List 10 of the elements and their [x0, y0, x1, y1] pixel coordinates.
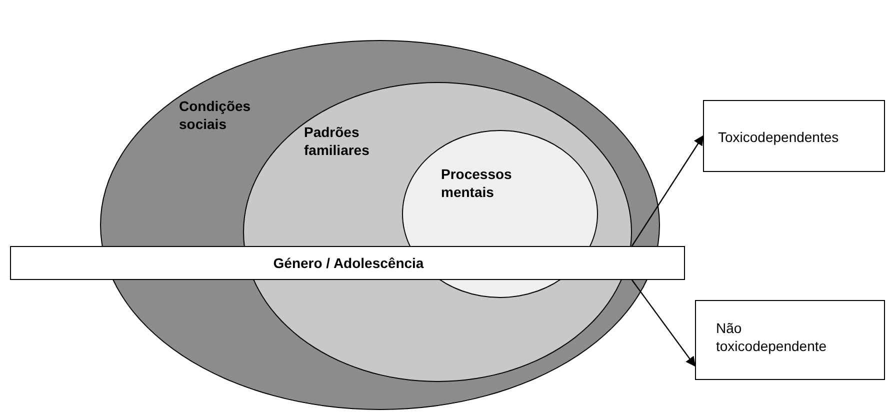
region-label: Condições sociais	[179, 97, 252, 133]
outcome-label: Não toxicodependente	[716, 319, 828, 355]
outcome-box	[703, 100, 885, 172]
outcome-label: Toxicodependentes	[718, 128, 840, 146]
region-label: Processos mentais	[441, 165, 513, 201]
horizontal-band	[10, 246, 685, 280]
arrow	[632, 135, 704, 246]
outcome-box	[695, 300, 885, 380]
region-label: Padrões familiares	[304, 123, 370, 159]
band-label: Género / Adolescência	[272, 254, 425, 272]
